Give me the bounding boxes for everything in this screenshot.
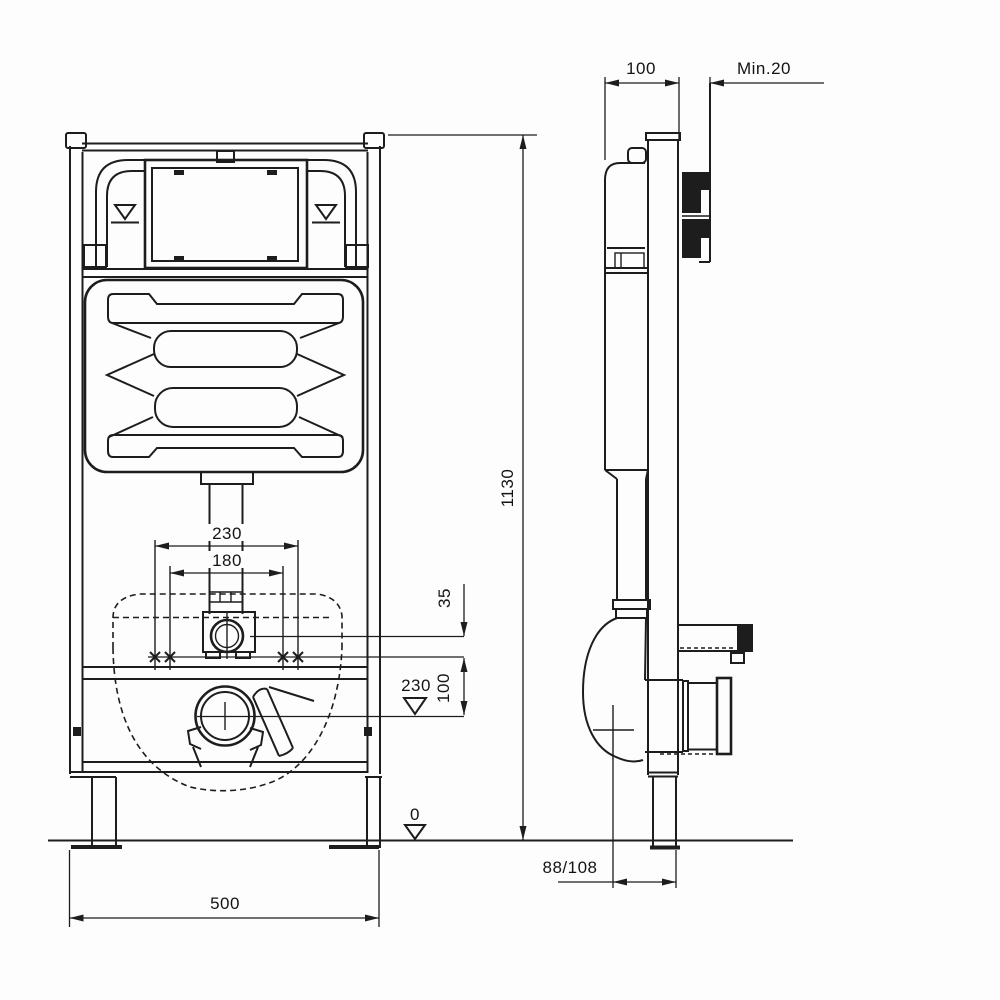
rail-cap-left: [65, 132, 87, 149]
flush-unit: [682, 172, 709, 258]
side-rail-cap: [645, 132, 681, 141]
dim-min20: Min.20: [709, 59, 824, 87]
rib-3: [154, 387, 298, 428]
water-level-symbol-left: [111, 204, 139, 224]
rib-2: [153, 330, 298, 368]
side-view: [581, 83, 753, 850]
dim-height-1130: 1130: [388, 134, 537, 840]
dim-floor-level: 0: [403, 805, 427, 841]
dim-label-min20: Min.20: [737, 59, 791, 78]
handle-tube-right-outer: [307, 159, 357, 267]
dim-label-230-level: 230: [401, 676, 431, 695]
dim-drain-height: 230: [401, 676, 431, 716]
dim-label-35: 35: [435, 588, 454, 608]
wall-line: [699, 83, 711, 263]
dim-flush-offset: 35: [435, 584, 468, 636]
rib-top: [107, 293, 344, 324]
tube-foot-left: [83, 244, 107, 268]
side-frame-rail: [645, 132, 681, 850]
cistern-side: [604, 147, 651, 619]
tube-foot-right: [345, 244, 369, 268]
handle-tube-right-inner: [307, 170, 346, 267]
pipe-collar: [200, 471, 254, 485]
frame-rails: [65, 132, 385, 774]
dim-label-230-outer: 230: [212, 524, 242, 543]
thread-block: [737, 624, 753, 652]
flush-bend: [202, 611, 256, 659]
rib-arrow-left: [104, 353, 155, 397]
outlet-flange: [715, 676, 733, 756]
dim-bolt-to-drain: 100: [434, 658, 468, 715]
dim-depth-100: 100: [604, 59, 680, 160]
drain-elbow-side: [581, 617, 733, 763]
dim-label-500: 500: [210, 894, 240, 913]
dim-drain-offset: 88/108: [543, 760, 677, 888]
drain-outlet: [186, 685, 315, 768]
fixing-rod-side: [678, 624, 753, 664]
flush-window-inner: [151, 167, 299, 262]
rib-bottom: [107, 434, 344, 458]
dim-width-500: 500: [68, 850, 380, 927]
front-view: [65, 132, 385, 849]
wc-pan-outline: [112, 593, 343, 792]
filler-valve-cap: [216, 150, 235, 163]
frame-feet: [70, 771, 382, 849]
dim-bolt-inner: 180: [170, 551, 283, 577]
dim-label-100-vertical: 100: [434, 673, 453, 703]
water-level-symbol-right: [312, 204, 340, 224]
dim-label-180: 180: [212, 551, 242, 570]
dim-label-1130: 1130: [498, 469, 517, 508]
cistern-outline: [83, 278, 365, 474]
dim-label-100-top: 100: [626, 59, 656, 78]
handle-tube-left-inner: [106, 170, 145, 267]
pipe-coupling: [612, 599, 651, 610]
wall-bracket-left: [73, 727, 81, 736]
cistern-body: [83, 278, 365, 474]
dim-label-88-108: 88/108: [543, 858, 598, 877]
dimensions: 230 180 35 100 230: [68, 59, 824, 927]
dim-label-0: 0: [410, 805, 420, 824]
wall-bracket-right: [364, 727, 372, 736]
rib-arrow-right: [296, 353, 347, 397]
dim-bolt-outer: 230: [155, 524, 298, 550]
drain-bend-pipe: [252, 686, 315, 757]
rail-cap-right: [363, 132, 385, 149]
flush-window-outer: [143, 158, 309, 270]
handle-tube-left-outer: [95, 159, 145, 267]
fill-valve-cap-side: [627, 147, 647, 164]
flush-pipe: [200, 471, 254, 614]
access-panel: [82, 158, 369, 278]
